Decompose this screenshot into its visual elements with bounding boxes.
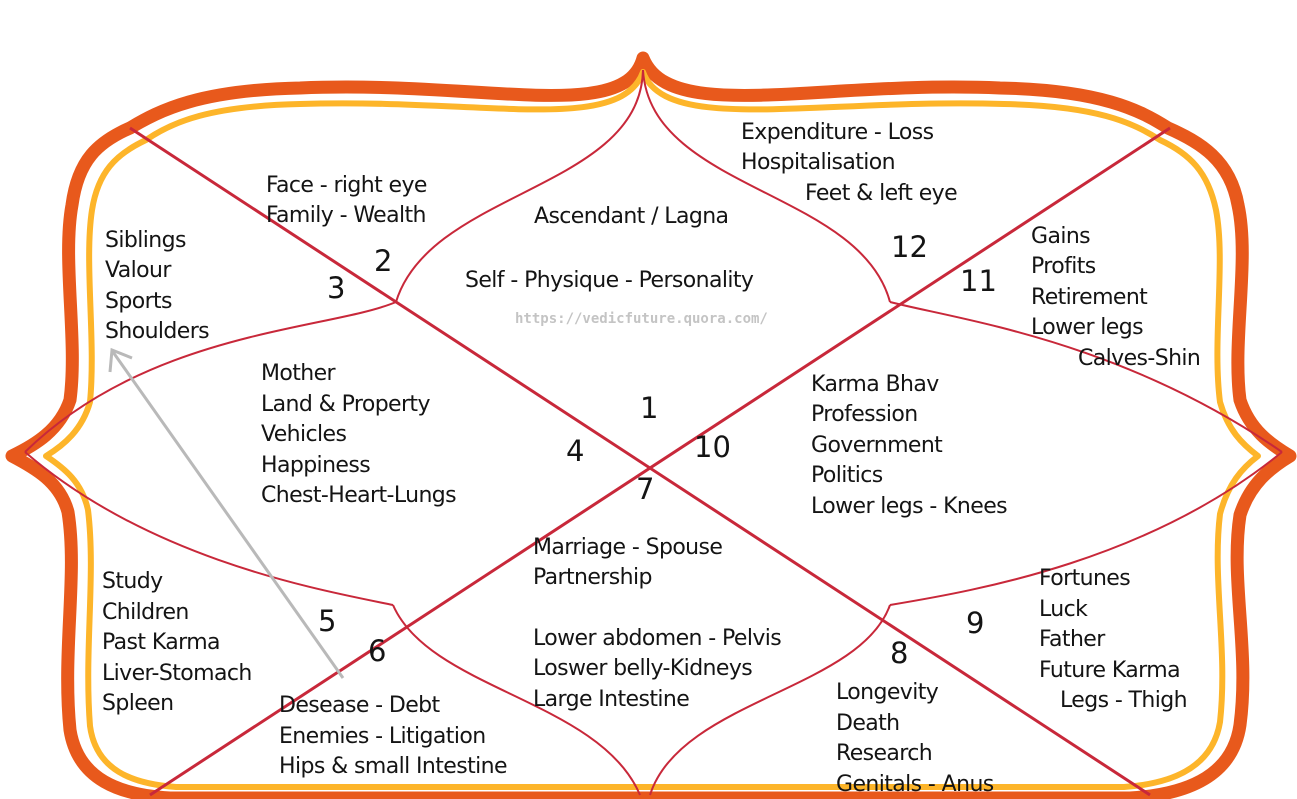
house-5-text-2: Children — [102, 600, 189, 625]
house-3-text-2: Valour — [105, 258, 172, 283]
house-7-text-5: Large Intestine — [533, 687, 689, 712]
house-2-text-2: Family - Wealth — [266, 203, 426, 228]
house-4: Mother Land & Property Vehicles Happines… — [261, 361, 584, 508]
house-9-text-4: Future Karma — [1039, 658, 1180, 683]
watermark-url: https://vedicfuture.quora.com/ — [515, 311, 768, 327]
house-5-number: 5 — [318, 604, 336, 638]
house-10-text-3: Government — [811, 433, 943, 458]
house-4-text-4: Happiness — [261, 453, 370, 478]
house-3-text-3: Sports — [105, 289, 172, 314]
house-2-number: 2 — [374, 244, 392, 278]
house-8-text-1: Longevity — [836, 680, 939, 705]
house-10-text-1: Karma Bhav — [811, 372, 939, 397]
house-6-text-2: Enemies - Litigation — [279, 724, 486, 749]
house-4-number: 4 — [566, 434, 584, 468]
house-6: Desease - Debt Enemies - Litigation Hips… — [279, 634, 507, 779]
house-10: Karma Bhav Profession Government Politic… — [694, 372, 1007, 519]
house-5-text-5: Spleen — [102, 691, 173, 716]
house-8-text-2: Death — [836, 711, 900, 736]
house-4-text-2: Land & Property — [261, 392, 430, 417]
house-4-text-3: Vehicles — [261, 422, 346, 447]
house-10-text-2: Profession — [811, 402, 918, 427]
house-6-text-3: Hips & small Intestine — [279, 754, 507, 779]
house-7-text-2: Partnership — [533, 565, 652, 590]
house-11: Gains Profits Retirement Lower legs Calv… — [960, 224, 1200, 371]
house-9-number: 9 — [966, 606, 984, 640]
house-3-text-4: Shoulders — [105, 319, 209, 344]
house-11-text-2: Profits — [1031, 254, 1096, 279]
house-7-number: 7 — [636, 472, 654, 506]
house-8-text-3: Research — [836, 741, 932, 766]
house-6-text-1: Desease - Debt — [279, 693, 441, 718]
house-9-text-3: Father — [1039, 627, 1106, 652]
house-2-text-1: Face - right eye — [266, 173, 427, 198]
house-1-number: 1 — [640, 391, 658, 425]
house-12-text-2: Hospitalisation — [741, 150, 895, 175]
house-9-text-1: Fortunes — [1039, 566, 1130, 591]
house-7: Marriage - Spouse Partnership Lower abdo… — [533, 472, 781, 712]
house-1-text-2: Self - Physique - Personality — [465, 268, 754, 293]
house-9: Fortunes Luck Father Future Karma Legs -… — [966, 566, 1187, 713]
house-9-text-2: Luck — [1039, 597, 1088, 622]
house-10-number: 10 — [694, 430, 731, 464]
house-12-number: 12 — [891, 230, 928, 264]
house-1-text-1: Ascendant / Lagna — [534, 204, 728, 229]
house-6-number: 6 — [368, 634, 386, 668]
house-5-text-4: Liver-Stomach — [102, 661, 252, 686]
house-8: Longevity Death Research Genitals - Anus… — [836, 636, 994, 797]
house-4-text-1: Mother — [261, 361, 337, 386]
house-8-number: 8 — [890, 636, 908, 670]
house-3-text-1: Siblings — [105, 228, 186, 253]
house-11-text-4: Lower legs — [1031, 315, 1143, 340]
house-10-text-5: Lower legs - Knees — [811, 494, 1007, 519]
house-4-text-5: Chest-Heart-Lungs — [261, 483, 456, 508]
house-7-text-1: Marriage - Spouse — [533, 535, 722, 560]
house-11-text-3: Retirement — [1031, 285, 1148, 310]
house-8-text-4: Genitals - Anus — [836, 772, 994, 797]
house-12-text-1: Expenditure - Loss — [741, 120, 934, 145]
house-10-text-4: Politics — [811, 463, 883, 488]
house-11-text-5: Calves-Shin — [1078, 346, 1200, 371]
house-12-text-3: Feet & left eye — [805, 181, 957, 206]
house-7-text-4: Loswer belly-Kidneys — [533, 656, 752, 681]
house-3-number: 3 — [327, 271, 345, 305]
house-11-text-1: Gains — [1031, 224, 1090, 249]
house-9-text-5: Legs - Thigh — [1060, 688, 1187, 713]
house-11-number: 11 — [960, 264, 997, 298]
house-5-text-3: Past Karma — [102, 630, 220, 655]
house-7-text-3: Lower abdomen - Pelvis — [533, 626, 781, 651]
house-5-text-1: Study — [102, 569, 163, 594]
house-2: Face - right eye Family - Wealth 2 — [266, 173, 427, 278]
